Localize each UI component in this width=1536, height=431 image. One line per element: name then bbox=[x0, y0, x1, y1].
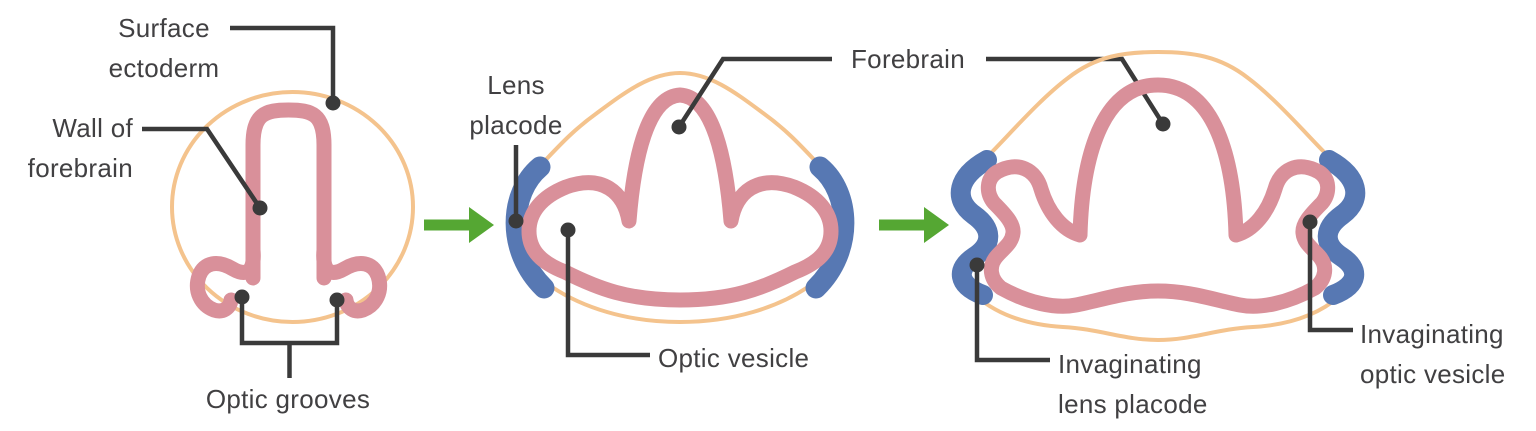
stage3-neural-wall-shape bbox=[980, 77, 1336, 314]
progression-arrow-1 bbox=[424, 207, 494, 243]
stage3-surface-ectoderm-bottom-outline bbox=[974, 294, 1342, 343]
forebrain-right-leader-line bbox=[986, 56, 1165, 126]
label-lens-placode: Lens placode bbox=[416, 65, 616, 145]
optic-vesicle-marker-dot bbox=[560, 222, 576, 238]
forebrain-left-leader-line bbox=[677, 56, 832, 129]
label-surface-ectoderm-line2: ectoderm bbox=[108, 53, 220, 83]
optic-groove-left-marker-dot bbox=[234, 289, 250, 305]
stage2-surface-ectoderm-top-outline bbox=[536, 70, 824, 170]
stage2-neural-wall-shape bbox=[521, 87, 839, 308]
surface-ectoderm-leader-line bbox=[230, 25, 336, 103]
label-lens-placode-line2: placode bbox=[469, 110, 563, 140]
wall-of-forebrain-marker-dot bbox=[252, 200, 268, 216]
surface-ectoderm-marker-dot bbox=[325, 95, 341, 111]
label-wall-of-forebrain-line2: forebrain bbox=[27, 153, 133, 183]
invaginating-lens-placode-marker-dot bbox=[969, 257, 985, 273]
forebrain-right-marker-dot bbox=[1155, 116, 1171, 132]
label-optic-vesicle: Optic vesicle bbox=[658, 338, 809, 378]
stage3-invaginating-lens-placode-right-shape bbox=[1317, 150, 1366, 305]
label-surface-ectoderm-line1: Surface bbox=[118, 13, 210, 43]
label-wall-of-forebrain: Wall of forebrain bbox=[0, 108, 133, 188]
invaginating-lens-placode-leader-line bbox=[974, 265, 1050, 363]
optic-vesicle-leader-line bbox=[565, 230, 650, 358]
stage2-lens-placode-right-shape bbox=[805, 156, 855, 299]
stage3-invagination-section bbox=[950, 49, 1366, 363]
progression-arrow-2 bbox=[879, 207, 949, 243]
invaginating-optic-vesicle-leader-line bbox=[1307, 222, 1353, 333]
stage2-optic-vesicle-section bbox=[505, 56, 1171, 358]
stage1-wall-of-forebrain-shape bbox=[245, 102, 332, 286]
label-optic-grooves-line1: Optic grooves bbox=[205, 384, 371, 414]
lens-placode-marker-dot bbox=[508, 213, 524, 229]
stage1-optic-groove-right-shape bbox=[316, 242, 388, 319]
label-invaginating-optic-vesicle-line1: Invaginating bbox=[1360, 319, 1504, 349]
stage3-invaginating-lens-placode-left-shape bbox=[950, 150, 999, 305]
label-invaginating-optic-vesicle-line2: optic vesicle bbox=[1360, 359, 1506, 389]
label-surface-ectoderm: Surface ectoderm bbox=[64, 8, 264, 88]
invaginating-optic-vesicle-marker-dot bbox=[1302, 214, 1318, 230]
wall-of-forebrain-leader-line bbox=[142, 126, 262, 210]
label-wall-of-forebrain-line1: Wall of bbox=[52, 113, 133, 143]
stage2-surface-ectoderm-bottom-outline bbox=[550, 285, 810, 325]
stage1-surface-ectoderm-outline bbox=[170, 90, 415, 324]
optic-groove-right-marker-dot bbox=[329, 292, 345, 308]
label-invaginating-optic-vesicle: Invaginating optic vesicle bbox=[1360, 314, 1506, 394]
stage1-optic-groove-section bbox=[142, 25, 415, 378]
forebrain-left-marker-dot bbox=[671, 119, 687, 135]
label-forebrain: Forebrain bbox=[808, 39, 1008, 79]
label-invaginating-lens-placode: Invaginating lens placode bbox=[1058, 344, 1208, 424]
label-invaginating-lens-placode-line2: lens placode bbox=[1058, 389, 1208, 419]
label-optic-grooves: Optic grooves bbox=[188, 379, 388, 419]
stage3-surface-ectoderm-top-outline bbox=[986, 49, 1330, 158]
label-optic-vesicle-line1: Optic vesicle bbox=[658, 343, 810, 373]
label-forebrain-line1: Forebrain bbox=[851, 44, 965, 74]
label-lens-placode-line1: Lens bbox=[487, 70, 545, 100]
stage1-optic-groove-left-shape bbox=[189, 242, 261, 319]
label-invaginating-lens-placode-line1: Invaginating bbox=[1058, 349, 1202, 379]
